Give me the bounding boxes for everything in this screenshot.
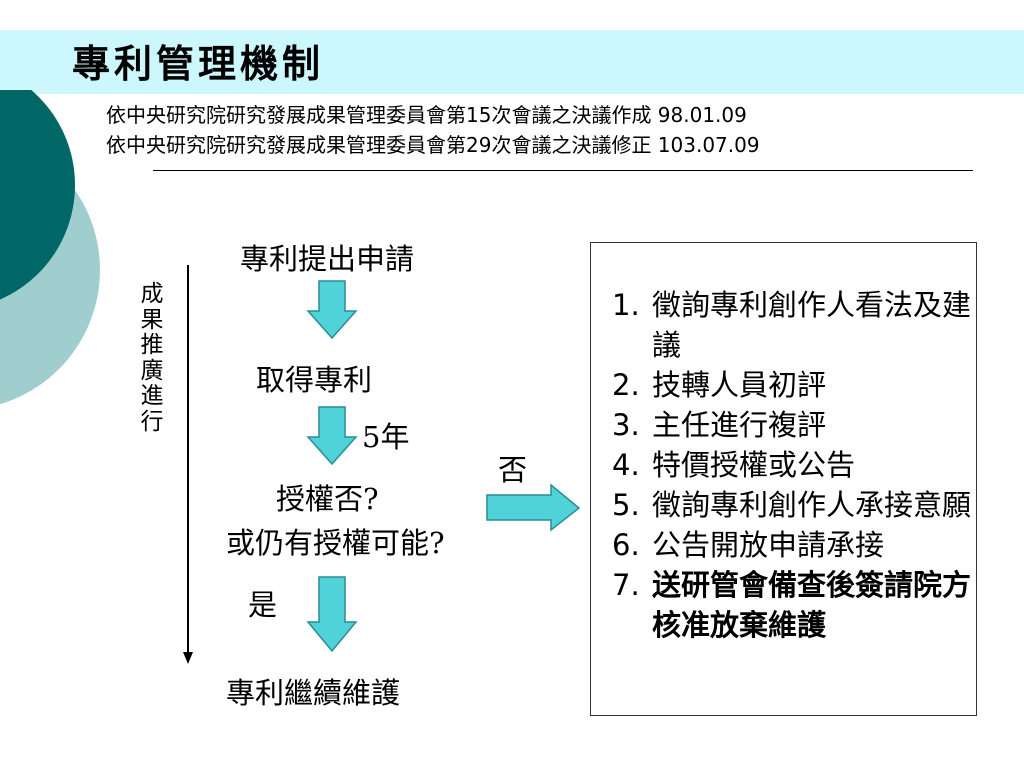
step-number: 7. <box>612 568 640 602</box>
page-title: 專利管理機制 <box>72 41 325 86</box>
step-text: 特價授權或公告 <box>652 448 856 482</box>
divider-line <box>153 170 973 171</box>
step-number: 5. <box>612 488 640 522</box>
timeline-arrowhead <box>183 652 193 664</box>
step-text: 公告開放申請承接 <box>652 528 885 562</box>
step-item: 7. 送研管會備查後簽請院方核准放棄維護 <box>612 565 972 645</box>
step-number: 1. <box>612 288 640 322</box>
subtitle-line-1: 依中央研究院研究發展成果管理委員會第15次會議之決議作成 98.01.09 <box>106 103 747 127</box>
decorative-circles <box>0 90 100 405</box>
step-item: 1. 徵詢專利創作人看法及建議 <box>612 285 972 365</box>
step-item: 5. 徵詢專利創作人承接意願 <box>612 485 972 525</box>
label-yes: 是 <box>248 588 278 622</box>
circle-dark <box>0 90 75 300</box>
right-arrow <box>486 483 581 532</box>
step-number: 3. <box>612 408 640 442</box>
step-item: 2. 技轉人員初評 <box>612 365 972 405</box>
subtitle-line-2: 依中央研究院研究發展成果管理委員會第29次會議之決議修正 103.07.09 <box>106 133 760 157</box>
step-text: 送研管會備查後簽請院方核准放棄維護 <box>652 568 972 642</box>
node-maintain: 專利繼續維護 <box>226 676 401 710</box>
step-text: 徵詢專利創作人看法及建議 <box>652 288 972 362</box>
header-band <box>0 30 1024 94</box>
step-number: 4. <box>612 448 640 482</box>
down-arrow-2 <box>306 406 358 466</box>
step-item: 4. 特價授權或公告 <box>612 445 972 485</box>
step-number: 6. <box>612 528 640 562</box>
node-licensed-question-1: 授權否? <box>276 482 379 516</box>
steps-box <box>590 242 977 716</box>
down-arrow-3 <box>306 576 358 653</box>
label-no: 否 <box>498 453 528 487</box>
label-years: 5年 <box>362 420 410 454</box>
node-apply: 專利提出申請 <box>240 242 415 276</box>
step-text: 主任進行複評 <box>652 408 827 442</box>
step-number: 2. <box>612 368 640 402</box>
step-item: 6. 公告開放申請承接 <box>612 525 972 565</box>
side-label: 成果推廣進行 <box>140 281 164 435</box>
node-obtain: 取得專利 <box>256 363 373 397</box>
node-licensed-question-2: 或仍有授權可能? <box>226 526 445 560</box>
down-arrow-1 <box>306 280 358 340</box>
step-text: 徵詢專利創作人承接意願 <box>652 488 972 522</box>
step-text: 技轉人員初評 <box>652 368 827 402</box>
step-item: 3. 主任進行複評 <box>612 405 972 445</box>
